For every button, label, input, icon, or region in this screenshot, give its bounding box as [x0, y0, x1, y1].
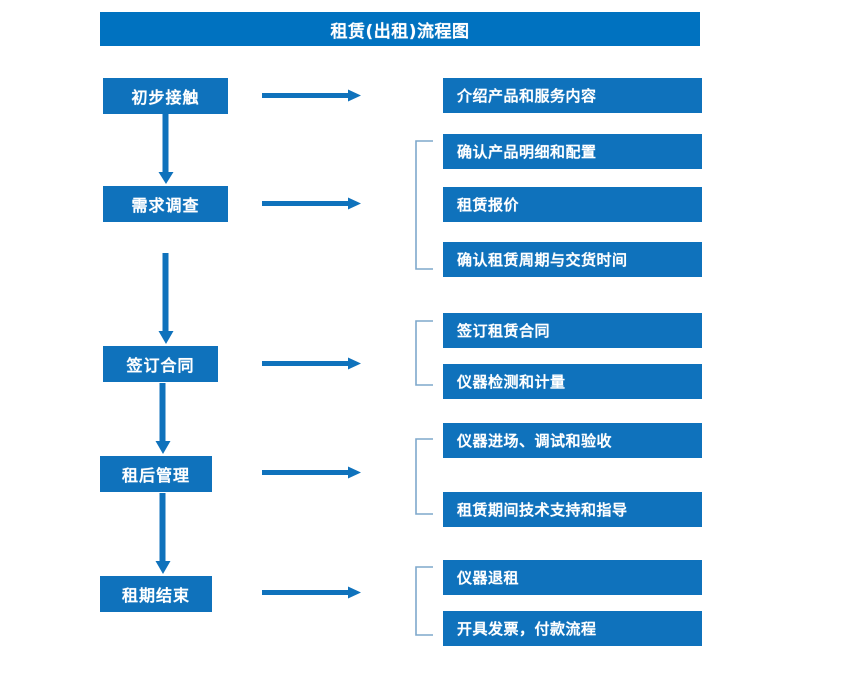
arrow-down-icon-2: [157, 223, 175, 345]
stage-box-demand-survey[interactable]: 需求调查: [103, 186, 228, 222]
detail-box-confirm-rental-period-delivery[interactable]: 确认租赁周期与交货时间: [443, 242, 702, 277]
stage-box-rental-end[interactable]: 租期结束: [100, 576, 212, 612]
detail-box-sign-rental-contract[interactable]: 签订租赁合同: [443, 313, 702, 348]
arrow-right-icon-2: [262, 195, 362, 213]
arrow-right-icon-1: [262, 87, 362, 105]
arrow-right-icon-5: [262, 584, 362, 602]
group-bracket-icon-2: [414, 320, 434, 386]
page-title: 租赁(出租)流程图: [100, 12, 700, 46]
detail-box-introduce-products-services[interactable]: 介绍产品和服务内容: [443, 78, 702, 113]
stage-box-post-rental-management[interactable]: 租后管理: [100, 456, 212, 492]
group-bracket-icon-3: [414, 438, 434, 515]
detail-box-instrument-testing-metering[interactable]: 仪器检测和计量: [443, 364, 702, 399]
detail-box-confirm-product-details[interactable]: 确认产品明细和配置: [443, 134, 702, 169]
group-bracket-icon-4: [414, 566, 434, 636]
stage-box-sign-contract[interactable]: 签订合同: [103, 346, 218, 382]
arrow-down-icon-3: [154, 383, 172, 455]
arrow-right-icon-4: [262, 464, 362, 482]
detail-box-issue-invoice-payment-process[interactable]: 开具发票，付款流程: [443, 611, 702, 646]
arrow-right-icon-3: [262, 355, 362, 373]
arrow-down-icon-4: [154, 493, 172, 575]
detail-box-technical-support-guidance[interactable]: 租赁期间技术支持和指导: [443, 492, 702, 527]
group-bracket-icon-1: [414, 140, 434, 270]
detail-box-instrument-entry-debug-acceptance[interactable]: 仪器进场、调试和验收: [443, 423, 702, 458]
arrow-down-icon-1: [157, 114, 175, 185]
detail-box-rental-quotation[interactable]: 租赁报价: [443, 187, 702, 222]
detail-box-instrument-return[interactable]: 仪器退租: [443, 560, 702, 595]
stage-box-preliminary-contact[interactable]: 初步接触: [103, 78, 228, 114]
